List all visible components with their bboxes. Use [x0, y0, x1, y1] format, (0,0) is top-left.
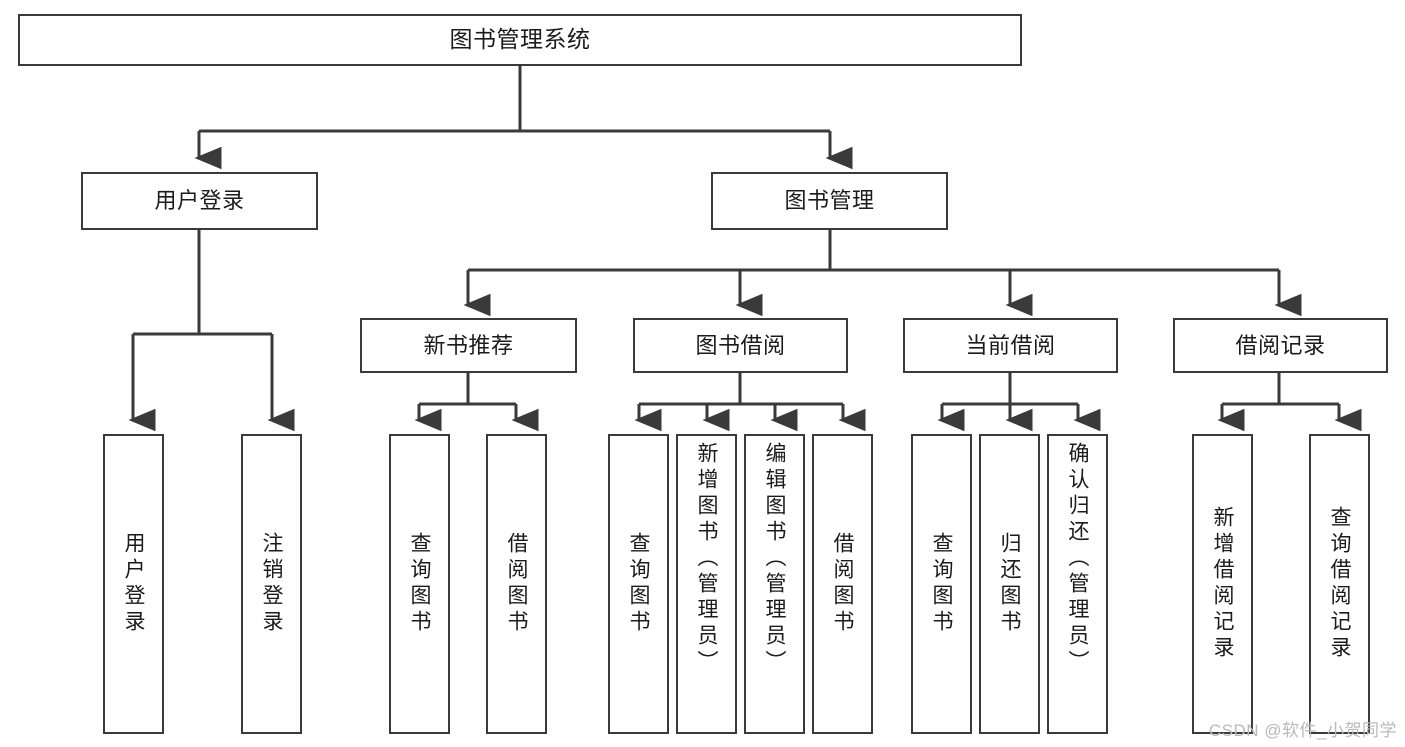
node-label: 图书管理系统: [449, 26, 591, 53]
leaf-user-login-logout[interactable]: 注销登录: [241, 434, 302, 734]
leaf-new-book-borrow[interactable]: 借阅图书: [486, 434, 547, 734]
leaf-record-query-record[interactable]: 查询借阅记录: [1309, 434, 1370, 734]
node-label: 图书借阅: [695, 332, 786, 358]
node-label: 查询借阅记录: [1328, 506, 1351, 662]
node-label: 查询图书: [408, 532, 431, 636]
leaf-borrow-query-book[interactable]: 查询图书: [608, 434, 669, 734]
leaf-record-add-record[interactable]: 新增借阅记录: [1192, 434, 1253, 734]
node-label: 注销登录: [260, 532, 283, 636]
node-label: 借阅记录: [1235, 332, 1326, 358]
leaf-borrow-edit-book-admin[interactable]: 编辑图书（管理员）: [744, 434, 805, 734]
node-label: 借阅图书: [831, 532, 854, 636]
node-label: 查询图书: [627, 532, 650, 636]
node-root-system[interactable]: 图书管理系统: [18, 14, 1022, 66]
leaf-user-login-login[interactable]: 用户登录: [103, 434, 164, 734]
node-book-borrow[interactable]: 图书借阅: [633, 318, 848, 373]
leaf-new-book-query[interactable]: 查询图书: [389, 434, 450, 734]
leaf-current-return-book[interactable]: 归还图书: [979, 434, 1040, 734]
node-current-borrow[interactable]: 当前借阅: [903, 318, 1118, 373]
node-borrow-record[interactable]: 借阅记录: [1173, 318, 1388, 373]
node-label: 当前借阅: [965, 332, 1056, 358]
leaf-borrow-add-book-admin[interactable]: 新增图书（管理员）: [676, 434, 737, 734]
node-label: 用户登录: [154, 188, 245, 214]
node-label: 编辑图书（管理员）: [763, 442, 786, 676]
node-label: 用户登录: [122, 532, 145, 636]
leaf-borrow-borrow-book[interactable]: 借阅图书: [812, 434, 873, 734]
node-label: 查询图书: [930, 532, 953, 636]
leaf-current-query-book[interactable]: 查询图书: [911, 434, 972, 734]
node-user-login[interactable]: 用户登录: [81, 172, 318, 230]
node-new-book-recommend[interactable]: 新书推荐: [360, 318, 577, 373]
node-label: 图书管理: [784, 188, 875, 214]
node-label: 借阅图书: [505, 532, 528, 636]
watermark: CSDN @软件_小贺同学: [1208, 721, 1397, 740]
node-label: 新增图书（管理员）: [695, 442, 718, 676]
node-label: 新书推荐: [423, 332, 514, 358]
leaf-current-confirm-return-admin[interactable]: 确认归还（管理员）: [1047, 434, 1108, 734]
node-book-management[interactable]: 图书管理: [711, 172, 948, 230]
node-label: 确认归还（管理员）: [1066, 442, 1089, 676]
node-label: 新增借阅记录: [1211, 506, 1234, 662]
node-label: 归还图书: [998, 532, 1021, 636]
